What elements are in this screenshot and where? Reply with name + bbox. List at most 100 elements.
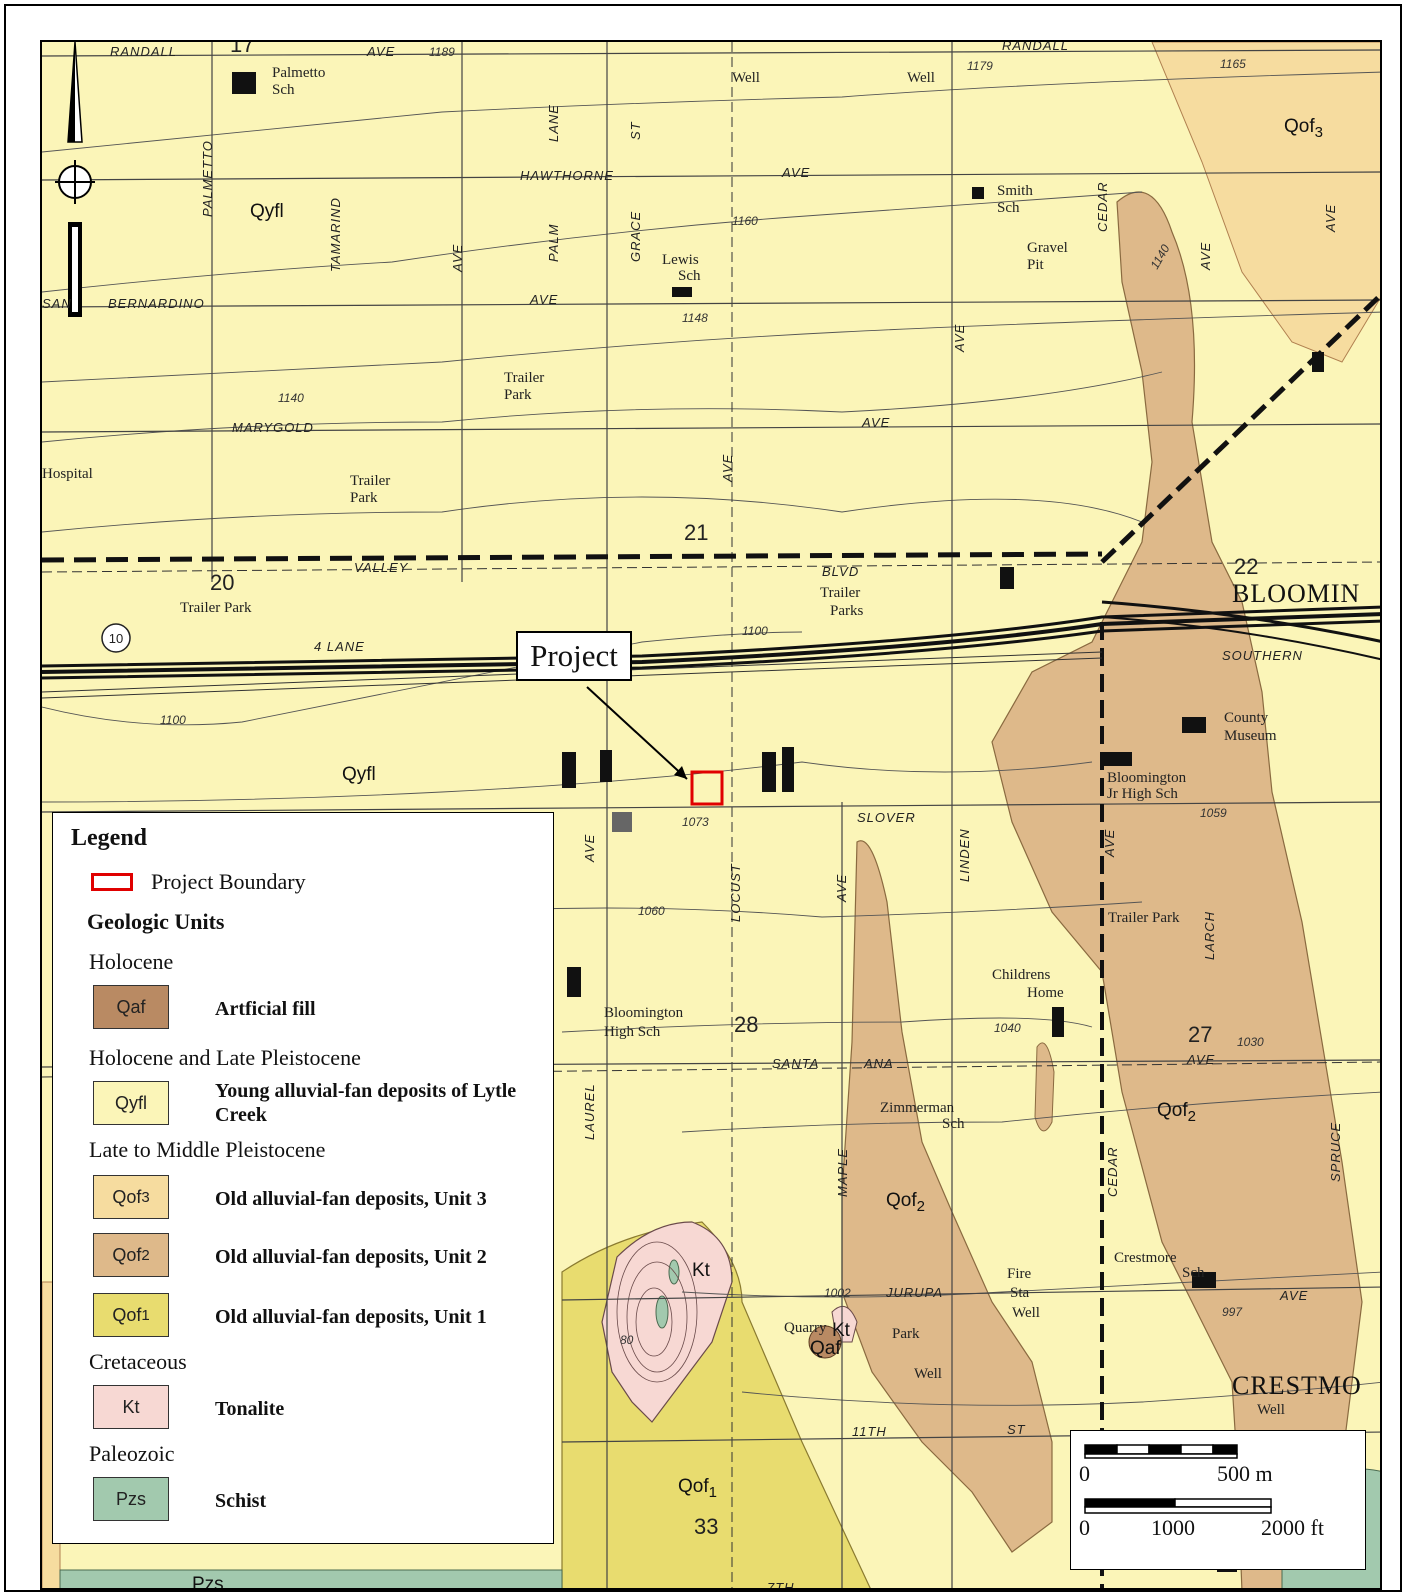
map-canvas: 10 RANDALL AVE RANDALL HAWTHORNE AVE SAN… bbox=[42, 42, 1380, 1590]
street-randall-w: RANDALL bbox=[110, 44, 177, 59]
place-smith: Smith bbox=[997, 183, 1033, 199]
pzs-schist-sw bbox=[59, 1569, 563, 1588]
place-trailer-park-20: Trailer Park bbox=[180, 600, 252, 616]
section-lines bbox=[42, 42, 1380, 1588]
contour-label-1160: 1160 bbox=[732, 214, 758, 228]
street-palm: PALM bbox=[546, 224, 561, 262]
legend-age-holocene-late-pleistocene: Holocene and Late Pleistocene bbox=[89, 1045, 361, 1070]
street-11th: 11TH bbox=[852, 1424, 887, 1439]
contour-label-997: 997 bbox=[1222, 1305, 1243, 1319]
contour-label-1030: 1030 bbox=[1237, 1035, 1264, 1049]
street-marygold-ave: AVE bbox=[861, 415, 890, 430]
place-bloomington-big: BLOOMIN bbox=[1232, 579, 1360, 608]
street-san: SAN bbox=[42, 296, 72, 311]
legend-swatch-pzs: Pzs bbox=[93, 1477, 169, 1521]
legend-desc-qof1: Old alluvial-fan deposits, Unit 1 bbox=[215, 1306, 487, 1328]
project-boundary-swatch bbox=[91, 873, 133, 891]
place-bloomington-hs: Bloomington bbox=[604, 1005, 684, 1021]
contour-label-1100-e: 1100 bbox=[742, 624, 768, 638]
qof2-unit-maple bbox=[841, 840, 1053, 1553]
street-larch: LARCH bbox=[1202, 911, 1217, 960]
map-unit-qof2-west: Qof2 bbox=[886, 1190, 925, 1215]
place-crestmore-big: CRESTMO bbox=[1232, 1371, 1362, 1400]
place-museum: Museum bbox=[1224, 728, 1277, 744]
project-boundary-label: Project Boundary bbox=[151, 869, 306, 894]
street-locust: LOCUST bbox=[728, 863, 743, 922]
street-ave-vertical-4: AVE bbox=[1198, 242, 1213, 271]
street-hawthorne-ave: AVE bbox=[781, 165, 810, 180]
north-arrow-icon bbox=[55, 42, 95, 317]
place-park-1: Park bbox=[504, 387, 532, 403]
street-ave-vertical-7: AVE bbox=[834, 874, 849, 903]
section-27: 27 bbox=[1188, 1022, 1212, 1047]
street-linden: LINDEN bbox=[957, 828, 972, 882]
section-28: 28 bbox=[734, 1012, 758, 1037]
legend-age-cretaceous: Cretaceous bbox=[89, 1349, 187, 1374]
legend-age-late-middle-pleistocene: Late to Middle Pleistocene bbox=[89, 1137, 326, 1162]
place-well-3: Well bbox=[1012, 1305, 1040, 1321]
qof2-unit-lens bbox=[1034, 1042, 1055, 1132]
street-slover: SLOVER bbox=[857, 810, 916, 825]
street-ave-vertical-2: AVE bbox=[720, 454, 735, 483]
project-callout-label: Project bbox=[516, 631, 632, 681]
scale-bar-metric bbox=[1084, 1444, 1238, 1459]
street-grace: GRACE bbox=[628, 211, 643, 262]
place-bloomington-jr: Bloomington bbox=[1107, 770, 1187, 786]
map-unit-qof2-east: Qof2 bbox=[1157, 1100, 1196, 1125]
project-callout-arrow bbox=[586, 686, 688, 780]
legend-age-paleozoic: Paleozoic bbox=[89, 1441, 175, 1466]
street-hawthorne: HAWTHORNE bbox=[520, 168, 614, 183]
street-maple: MAPLE bbox=[835, 1148, 850, 1197]
hill-contours bbox=[616, 1241, 698, 1383]
freeway-i10 bbox=[42, 600, 1380, 680]
street-blvd: BLVD bbox=[822, 564, 859, 579]
map-unit-qof3: Qof3 bbox=[1284, 116, 1323, 141]
street-santa-ana-ave: AVE bbox=[1186, 1052, 1215, 1067]
map-unit-qyfl-south: Qyfl bbox=[342, 764, 376, 785]
street-valley: VALLEY bbox=[354, 560, 409, 575]
place-county: County bbox=[1224, 710, 1269, 726]
section-17: 17 bbox=[230, 42, 254, 57]
street-7th: 7TH bbox=[767, 1580, 795, 1590]
project-callout-arrowhead bbox=[674, 766, 687, 779]
map-unit-qyfl-north: Qyfl bbox=[250, 201, 284, 222]
street-jurupa: JURUPA bbox=[885, 1285, 943, 1300]
street-11th-st: ST bbox=[1007, 1422, 1026, 1437]
street-ave-vertical-3: AVE bbox=[952, 324, 967, 353]
map-unit-qaf: Qaf bbox=[810, 1338, 841, 1359]
section-20: 20 bbox=[210, 570, 234, 595]
street-randall-e: RANDALL bbox=[1002, 42, 1069, 53]
place-trailer-3: Trailer bbox=[820, 585, 860, 601]
place-hospital: Hospital bbox=[42, 466, 93, 482]
street-santa: SANTA bbox=[772, 1056, 819, 1071]
street-ave-vertical-1: AVE bbox=[450, 244, 465, 273]
contour-label-1002: 1002 bbox=[824, 1286, 851, 1300]
place-zimmerman: Zimmerman bbox=[880, 1100, 955, 1116]
place-gravel: Gravel bbox=[1027, 240, 1068, 256]
legend-desc-qof3: Old alluvial-fan deposits, Unit 3 bbox=[215, 1188, 487, 1210]
scale-bar-imperial bbox=[1084, 1498, 1272, 1514]
place-pit: Pit bbox=[1027, 257, 1045, 273]
place-lewis-sch: Sch bbox=[678, 268, 701, 284]
legend-desc-qyfl: Young alluvial-fan deposits of Lytle Cre… bbox=[215, 1080, 517, 1126]
place-well-1: Well bbox=[732, 70, 760, 86]
contour-label-1179: 1179 bbox=[967, 59, 993, 73]
legend-swatch-kt: Kt bbox=[93, 1385, 169, 1429]
street-cedar-south: CEDAR bbox=[1105, 1146, 1120, 1197]
contour-label-1040: 1040 bbox=[994, 1021, 1021, 1035]
place-crestmore-sch: Sch bbox=[1182, 1265, 1205, 1281]
project-boundary bbox=[690, 770, 724, 806]
route-10-shield-icon bbox=[101, 623, 131, 653]
contour-label-1100-w: 1100 bbox=[160, 713, 186, 727]
legend-title: Legend bbox=[71, 825, 148, 851]
map-unit-pzs: Pzs bbox=[192, 1574, 224, 1590]
contour-label-1060: 1060 bbox=[638, 904, 665, 918]
scale-metric-end: 500 m bbox=[1217, 1461, 1273, 1486]
scale-metric-start: 0 bbox=[1079, 1461, 1090, 1486]
place-jr-high-sch: Jr High Sch bbox=[1107, 786, 1178, 802]
legend-panel: Legend Project Boundary Geologic Units H… bbox=[52, 812, 554, 1544]
street-jurupa-ave: AVE bbox=[1279, 1288, 1308, 1303]
place-palmetto: Palmetto bbox=[272, 65, 325, 81]
place-childrens: Childrens bbox=[992, 967, 1050, 983]
valley-blvd bbox=[42, 551, 1103, 563]
